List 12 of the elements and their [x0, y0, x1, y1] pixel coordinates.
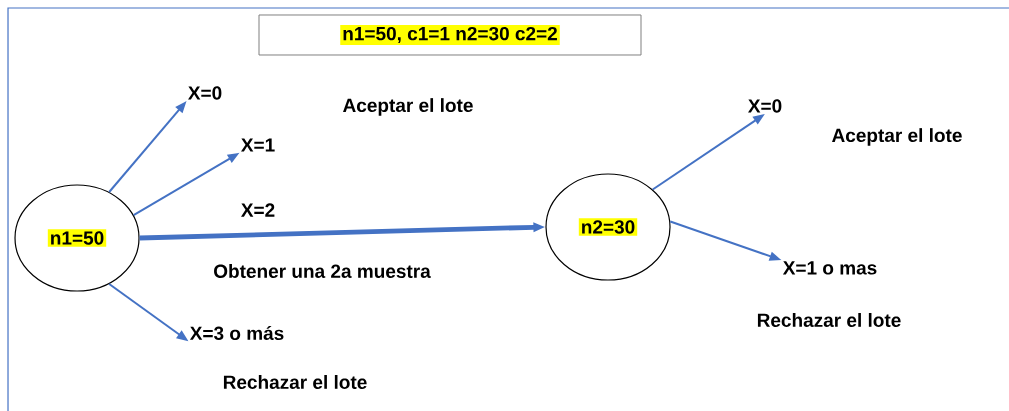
- edge-label: X=2: [239, 202, 277, 218]
- outcome-label: Rechazar el lote: [223, 375, 367, 389]
- outcome-text: X=0: [748, 99, 782, 113]
- outcome-label: Aceptar el lote: [832, 128, 962, 146]
- outcome-text: X=3 o más: [189, 325, 284, 341]
- parameter-box: n1=50, c1=1 n2=30 c2=2: [258, 14, 642, 56]
- outcome-text: X=1 o mas: [782, 261, 877, 275]
- outcome-text: X=0: [188, 86, 222, 100]
- outcome-label: Rechazar el lote: [757, 313, 901, 327]
- outcome-text: X=1: [241, 138, 275, 152]
- outcome-label: Aceptar el lote: [343, 98, 473, 116]
- outcome-label: Obtener una 2a muestra: [214, 264, 431, 278]
